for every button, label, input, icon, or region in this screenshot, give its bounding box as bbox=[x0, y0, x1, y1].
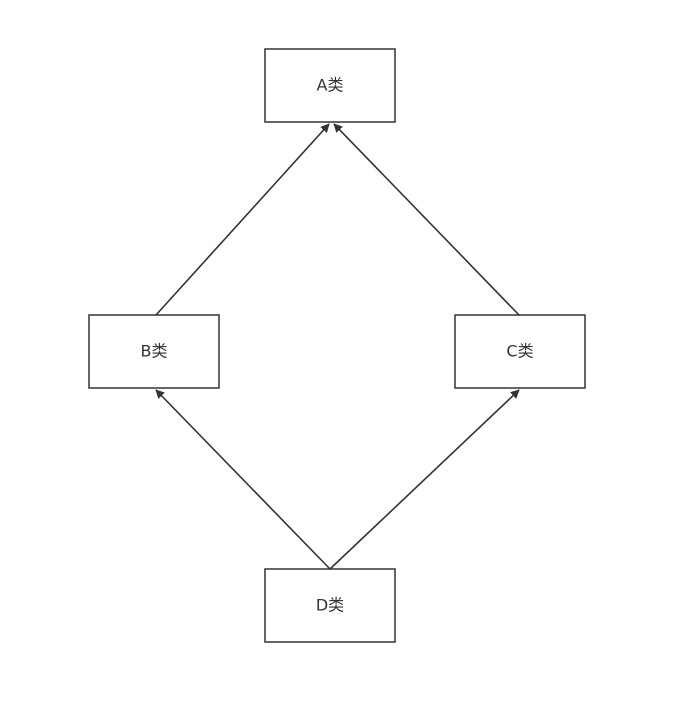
edge-c-to-a bbox=[333, 123, 520, 316]
node-d-label: D类 bbox=[316, 596, 344, 615]
node-a[interactable]: A类 bbox=[264, 48, 396, 123]
node-d[interactable]: D类 bbox=[264, 568, 396, 643]
node-b-label: B类 bbox=[141, 342, 168, 361]
edge-d-to-c bbox=[329, 389, 520, 570]
edge-d-to-b bbox=[155, 389, 331, 570]
node-c-label: C类 bbox=[506, 342, 533, 361]
node-c[interactable]: C类 bbox=[454, 314, 586, 389]
node-b[interactable]: B类 bbox=[88, 314, 220, 389]
node-a-label: A类 bbox=[317, 76, 344, 95]
edge-b-to-a bbox=[155, 123, 330, 316]
